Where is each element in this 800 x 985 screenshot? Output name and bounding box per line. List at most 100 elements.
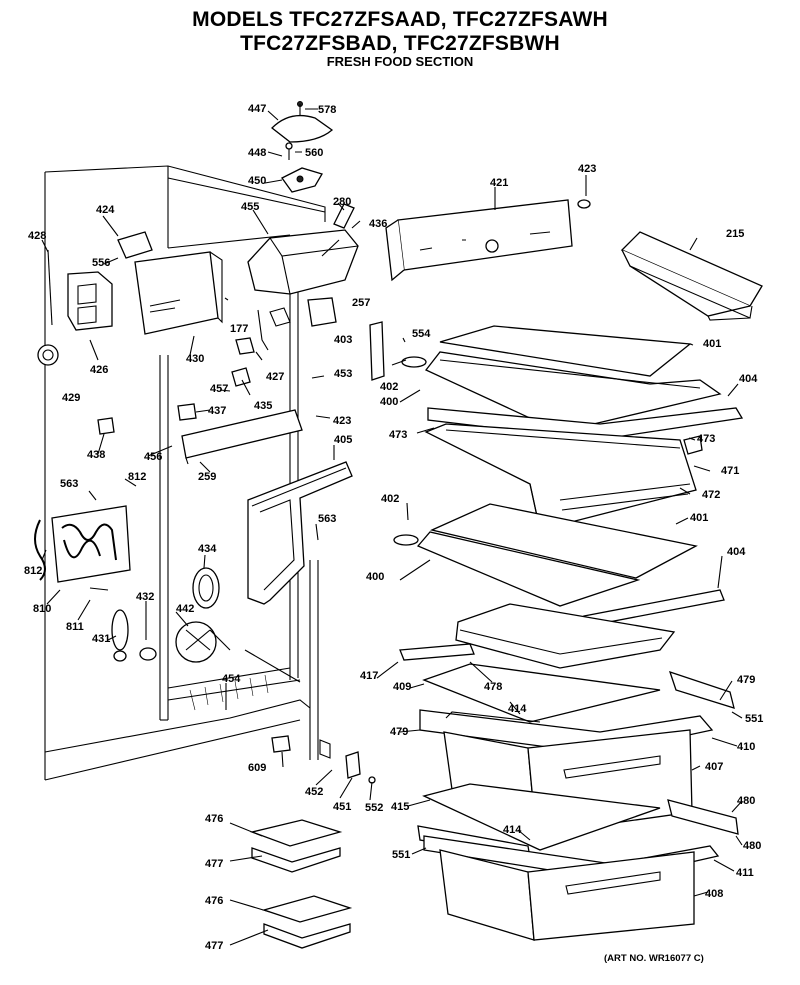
small-parts-left (97, 297, 337, 465)
part-label-448: 448 (248, 147, 266, 159)
part-label-563: 563 (60, 478, 78, 490)
part-label-402: 402 (380, 381, 398, 393)
dairy-trays (249, 819, 353, 949)
part-label-453: 453 (334, 368, 352, 380)
part-label-429: 429 (62, 392, 80, 404)
part-label-472: 472 (702, 489, 720, 501)
part-label-410: 410 (737, 741, 755, 753)
part-label-479: 479 (737, 674, 755, 686)
part-label-438: 438 (87, 449, 105, 461)
part-label-430: 430 (186, 353, 204, 365)
part-label-405: 405 (334, 434, 352, 446)
shelf-lower (393, 503, 725, 627)
part-label-477: 477 (205, 940, 223, 952)
part-label-423: 423 (333, 415, 351, 427)
control-panel (385, 199, 591, 282)
part-label-812: 812 (128, 471, 146, 483)
part-label-480: 480 (737, 795, 755, 807)
part-label-450: 450 (248, 175, 266, 187)
part-label-259: 259 (198, 471, 216, 483)
part-label-454: 454 (222, 673, 241, 685)
part-label-409: 409 (393, 681, 411, 693)
part-label-400: 400 (380, 396, 398, 408)
part-label-417: 417 (360, 670, 378, 682)
part-label-401: 401 (690, 512, 708, 524)
leader-lines (41, 108, 743, 946)
part-label-480: 480 (743, 840, 761, 852)
part-label-554: 554 (412, 328, 431, 340)
part-label-423: 423 (578, 163, 596, 175)
part-label-437: 437 (208, 405, 226, 417)
part-label-403: 403 (334, 334, 352, 346)
part-label-424: 424 (96, 204, 115, 216)
part-label-447: 447 (248, 103, 266, 115)
part-label-578: 578 (318, 104, 336, 116)
part-label-401: 401 (703, 338, 721, 350)
part-label-471: 471 (721, 465, 739, 477)
part-label-455: 455 (241, 201, 259, 213)
part-label-421: 421 (490, 177, 508, 189)
crisper-cover (399, 603, 735, 723)
crisper-drawer-lower (417, 783, 739, 941)
part-number-labels: 447 578 448 560 450 423 421 280 436 455 424 428 556 4… (24, 103, 763, 952)
part-label-452: 452 (305, 786, 323, 798)
part-label-552: 552 (365, 802, 383, 814)
part-label-476: 476 (205, 895, 223, 907)
part-label-414: 414 (503, 824, 522, 836)
shelf-upper (401, 325, 744, 441)
part-label-404: 404 (727, 546, 746, 558)
part-label-426: 426 (90, 364, 108, 376)
part-label-560: 560 (305, 147, 323, 159)
art-number: (ART NO. WR16077 C) (604, 953, 704, 964)
part-label-456: 456 (144, 451, 162, 463)
part-label-457: 457 (210, 383, 228, 395)
part-label-451: 451 (333, 801, 351, 813)
part-label-432: 432 (136, 591, 154, 603)
part-label-476: 476 (205, 813, 223, 825)
part-label-280: 280 (333, 196, 351, 208)
part-label-407: 407 (705, 761, 723, 773)
part-label-435: 435 (254, 400, 272, 412)
evaporator-fan-bracket (247, 321, 385, 605)
door-bin-215 (620, 231, 763, 321)
part-label-436: 436 (369, 218, 387, 230)
part-label-811: 811 (66, 621, 84, 633)
part-label-479: 479 (390, 726, 408, 738)
part-label-428: 428 (28, 230, 46, 242)
part-label-609: 609 (248, 762, 266, 774)
diagram-subtitle: FRESH FOOD SECTION (326, 54, 474, 69)
light-socket-assembly (37, 231, 223, 366)
part-label-473: 473 (389, 429, 407, 441)
part-label-434: 434 (198, 543, 217, 555)
thermostat-cover (271, 101, 334, 193)
part-label-414: 414 (508, 703, 527, 715)
part-label-812: 812 (24, 565, 42, 577)
part-label-415: 415 (391, 801, 409, 813)
part-label-402: 402 (381, 493, 399, 505)
part-label-408: 408 (705, 888, 723, 900)
part-label-257: 257 (352, 297, 370, 309)
part-label-442: 442 (176, 603, 194, 615)
part-label-411: 411 (736, 867, 754, 879)
diagram-title-line-1: MODELS TFC27ZFSAAD, TFC27ZFSAWH (192, 8, 608, 31)
part-label-556: 556 (92, 257, 110, 269)
part-label-215: 215 (726, 228, 744, 240)
defrost-heater-assembly (34, 505, 231, 663)
part-label-400: 400 (366, 571, 384, 583)
diagram-title-line-2: TFC27ZFSBAD, TFC27ZFSBWH (240, 32, 560, 55)
part-label-810: 810 (33, 603, 51, 615)
lower-hardware (271, 735, 376, 784)
part-label-551: 551 (392, 849, 410, 861)
crisper-drawer-upper (424, 423, 703, 531)
part-label-431: 431 (92, 633, 110, 645)
part-label-478: 478 (484, 681, 502, 693)
part-label-551: 551 (745, 713, 763, 725)
part-label-177: 177 (230, 323, 248, 335)
part-label-473: 473 (697, 433, 715, 445)
air-duct-housing (247, 203, 359, 295)
part-label-427: 427 (266, 371, 284, 383)
cabinet-outline (44, 165, 326, 781)
part-label-563: 563 (318, 513, 336, 525)
